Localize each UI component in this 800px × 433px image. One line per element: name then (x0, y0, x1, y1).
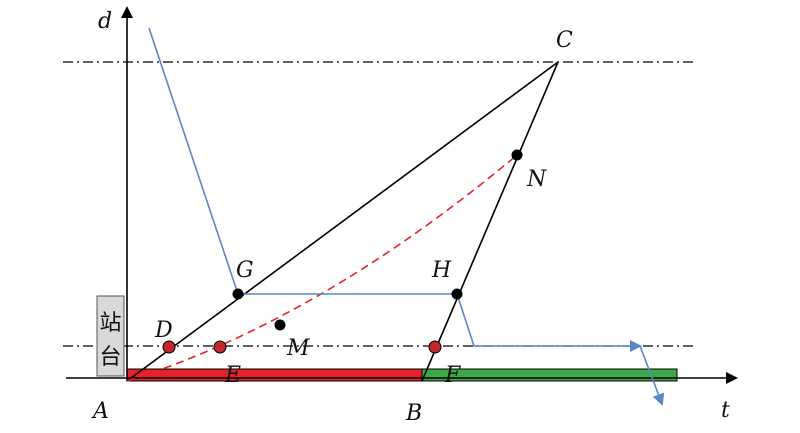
station-label-bottom: 台 (99, 345, 121, 370)
label-a: A (91, 399, 109, 424)
station-box (96, 295, 125, 377)
point-g-dot (232, 288, 244, 300)
x-axis-label: t (721, 398, 730, 423)
label-e: E (224, 363, 241, 388)
station-label-top: 站 (99, 311, 121, 336)
point-m-dot (274, 319, 286, 331)
line-a-c (126, 61, 559, 382)
point-f-dot (428, 340, 442, 354)
label-n: N (526, 167, 547, 192)
label-b: B (405, 401, 422, 426)
red-dashed-curve (126, 154, 518, 382)
blue-path-drop (639, 345, 665, 406)
point-h-dot (451, 288, 463, 300)
point-d-dot (162, 340, 176, 354)
point-e-dot (213, 340, 227, 354)
line-b-c (421, 61, 559, 382)
red-bar (126, 368, 423, 382)
label-m: M (286, 336, 310, 361)
blue-path (148, 27, 642, 352)
label-d: D (154, 318, 173, 343)
label-h: H (431, 258, 452, 283)
label-c: C (556, 28, 573, 53)
label-g: G (236, 258, 254, 283)
label-f: F (444, 363, 461, 388)
y-axis-label: d (98, 9, 112, 34)
point-n-dot (511, 149, 523, 161)
